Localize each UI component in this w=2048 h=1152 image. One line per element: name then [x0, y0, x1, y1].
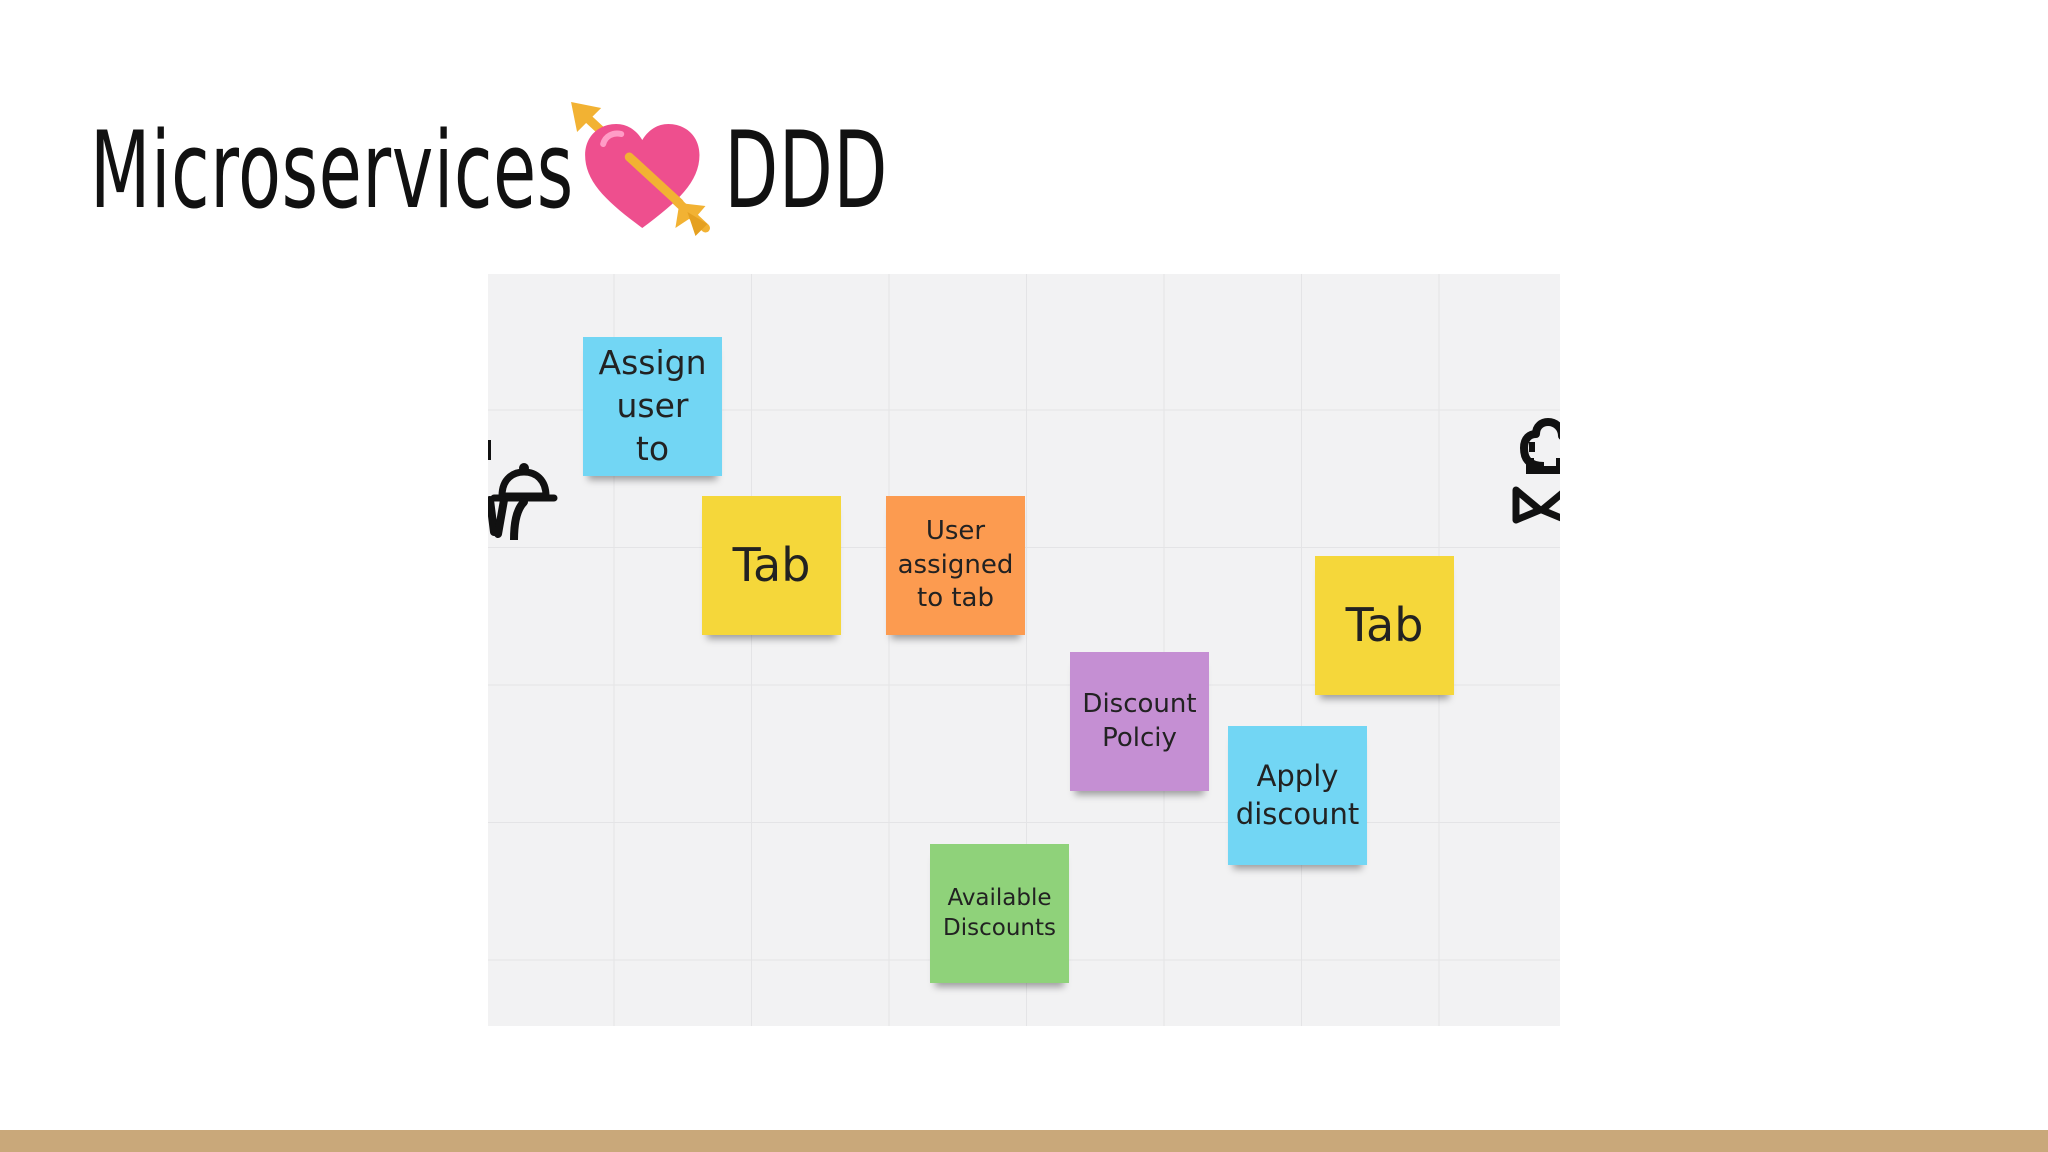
sticky-note-text: Tab — [732, 537, 811, 592]
sticky-note-text: Available Discounts — [943, 884, 1056, 941]
event-storming-board: Assign user to Tab User assigned to tab … — [488, 274, 1560, 1026]
title-text-microservices: Microservices — [90, 108, 574, 232]
sticky-note-user-assigned[interactable]: User assigned to tab — [886, 496, 1025, 635]
waiter-icon — [488, 440, 558, 540]
footer-bar — [0, 1130, 2048, 1152]
sticky-note-text: Assign user to — [598, 343, 707, 468]
sticky-note-assign-user[interactable]: Assign user to — [583, 337, 722, 476]
chef-icon — [1512, 418, 1560, 524]
sticky-note-available-discounts[interactable]: Available Discounts — [930, 844, 1069, 983]
sticky-note-text: Tab — [1345, 597, 1424, 652]
title-text-ddd: DDD — [724, 108, 889, 232]
sticky-note-text: User assigned to tab — [897, 515, 1014, 614]
sticky-note-text: Discount Polciy — [1082, 688, 1197, 753]
slide-title: Microservices DDD — [90, 100, 888, 240]
sticky-note-apply-discount[interactable]: Apply discount — [1228, 726, 1367, 865]
sticky-note-text: Apply discount — [1235, 758, 1360, 831]
sticky-note-tab[interactable]: Tab — [702, 496, 841, 635]
sticky-note-tab-2[interactable]: Tab — [1315, 556, 1454, 695]
heart-with-arrow-icon — [571, 100, 727, 240]
sticky-note-discount-policy[interactable]: Discount Polciy — [1070, 652, 1209, 791]
